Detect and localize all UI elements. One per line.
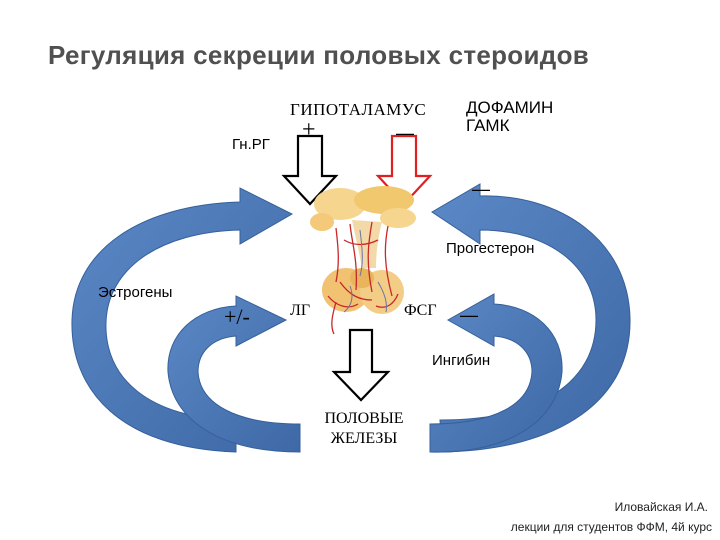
stimulation-plus-sign: + [302, 117, 316, 143]
progesterone-label: Прогестерон [446, 240, 535, 257]
dopamine-label: ДОФАМИН [466, 98, 554, 117]
credit-course: лекции для студентов ФФМ, 4й курс [510, 520, 712, 534]
progesterone-minus-sign: — [472, 179, 490, 199]
inhibition-minus-sign: — [396, 123, 414, 143]
gonads-label-line2: ЖЕЛЕЗЫ [330, 430, 398, 447]
pituitary-feedback-left-arrow [167, 295, 301, 453]
inhibin-minus-sign: — [460, 305, 478, 325]
hypothalamus-pituitary-illustration [310, 186, 416, 335]
gnrh-stimulation-arrow [281, 134, 339, 206]
credit-author: Иловайская И.А. [614, 500, 708, 514]
lh-label: ЛГ [290, 302, 311, 319]
estrogen-feedback-loop-arrow [71, 187, 294, 453]
inhibin-label: Ингибин [432, 352, 491, 369]
gnrh-label: Гн.РГ [232, 136, 270, 153]
estrogens-label: Эстрогены [98, 284, 173, 301]
slide-title: Регуляция секреции половых стероидов [48, 40, 590, 70]
gaba-label: ГАМК [466, 116, 510, 135]
fsh-label: ФСГ [404, 302, 437, 319]
progesterone-feedback-loop-arrow [431, 183, 631, 453]
hypothalamus-label: ГИПОТАЛАМУС [290, 100, 427, 119]
plus-minus-sign: +/- [224, 304, 250, 329]
inhibin-feedback-right-arrow [429, 293, 563, 453]
gonadotropin-to-gonads-arrow [331, 328, 391, 402]
gonads-label-line1: ПОЛОВЫЕ [324, 410, 404, 427]
